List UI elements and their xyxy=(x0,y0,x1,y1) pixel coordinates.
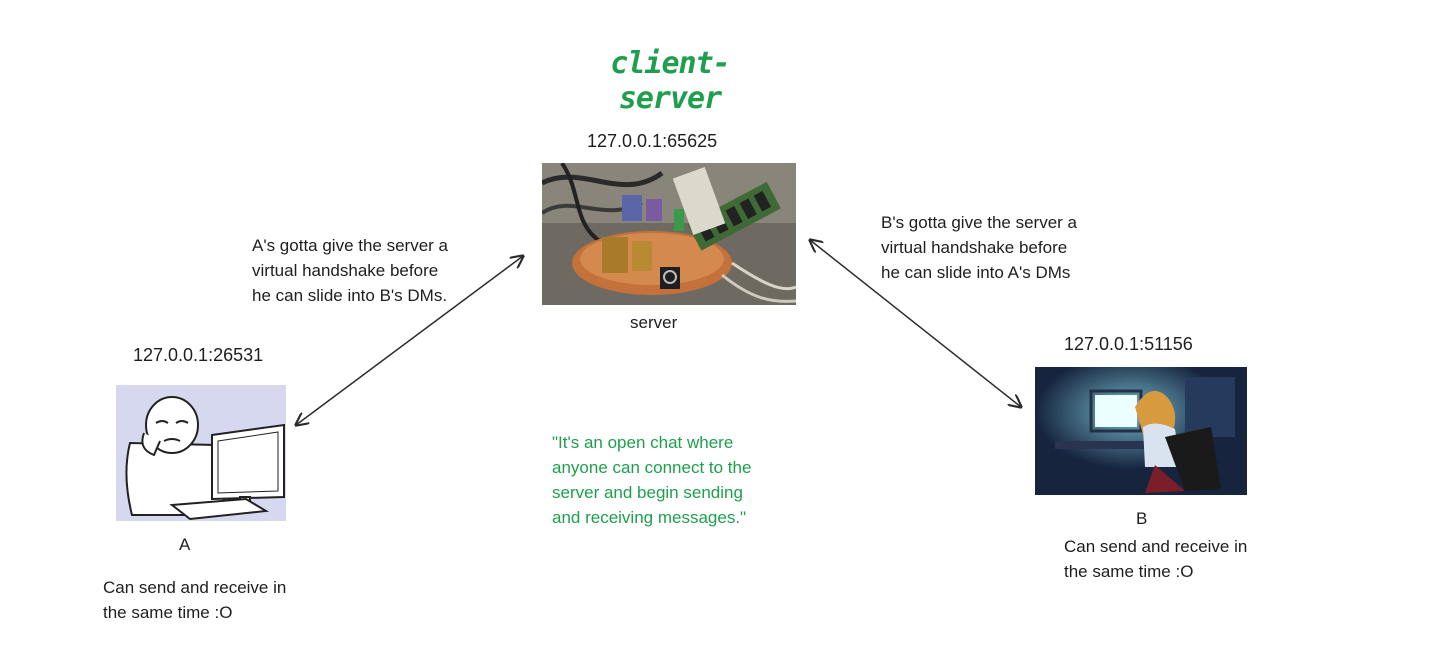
client-b-address: 127.0.0.1:51156 xyxy=(1064,334,1193,354)
client-a-note-line: he can slide into B's DMs. xyxy=(252,286,448,305)
server-label: server xyxy=(630,313,678,332)
quote-line: and receiving messages." xyxy=(552,508,747,527)
diagram-title: client-server xyxy=(610,46,730,116)
client-b-illustration xyxy=(1035,367,1247,495)
client-b-note-line: he can slide into A's DMs xyxy=(881,263,1071,282)
client-b-ability: Can send and receive in the same time :O xyxy=(1064,534,1247,584)
client-a-note-line: A's gotta give the server a xyxy=(252,236,449,255)
client-b-note: B's gotta give the server a virtual hand… xyxy=(881,210,1077,285)
client-a-ability-line: Can send and receive in xyxy=(103,578,287,597)
quote-line: server and begin sending xyxy=(552,483,743,502)
server-address: 127.0.0.1:65625 xyxy=(587,131,718,151)
client-a-address: 127.0.0.1:26531 xyxy=(133,345,264,365)
client-b-label: B xyxy=(1136,509,1148,528)
server-photo xyxy=(542,163,796,305)
open-chat-quote: "It's an open chat where anyone can conn… xyxy=(552,430,751,530)
client-a-illustration xyxy=(116,385,286,521)
client-a-note-line: virtual handshake before xyxy=(252,261,439,280)
client-b-ability-line: Can send and receive in xyxy=(1064,537,1248,556)
client-b-note-line: virtual handshake before xyxy=(881,238,1068,257)
client-a-ability: Can send and receive in the same time :O xyxy=(103,575,286,625)
client-a-label: A xyxy=(179,535,191,554)
client-a-ability-line: the same time :O xyxy=(103,603,233,622)
client-a-note: A's gotta give the server a virtual hand… xyxy=(252,233,448,308)
quote-line: "It's an open chat where xyxy=(552,433,734,452)
client-b-note-line: B's gotta give the server a xyxy=(881,213,1078,232)
quote-line: anyone can connect to the xyxy=(552,458,752,477)
client-b-ability-line: the same time :O xyxy=(1064,562,1194,581)
